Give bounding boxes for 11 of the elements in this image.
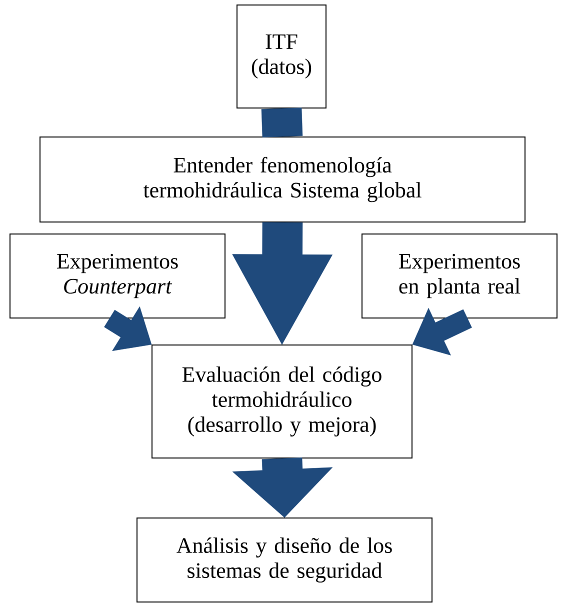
process-box: Experimentos en planta real xyxy=(362,234,558,318)
process-box: Evaluación del código termohidráulico (desarrollo y mejora) xyxy=(152,344,412,458)
process-box: ITF (datos) xyxy=(236,4,326,108)
block-arrow xyxy=(104,306,152,351)
block-arrow xyxy=(232,458,333,518)
process-box: Análisis y diseño de los sistemas de seguridad xyxy=(136,518,432,602)
block-arrow xyxy=(232,222,333,345)
process-box: Entender fenomenología termohidráulica Sistema global xyxy=(40,136,526,222)
process-box: Experimentos Counterpart xyxy=(10,234,226,318)
block-arrow xyxy=(261,108,303,138)
block-arrow xyxy=(412,308,472,356)
